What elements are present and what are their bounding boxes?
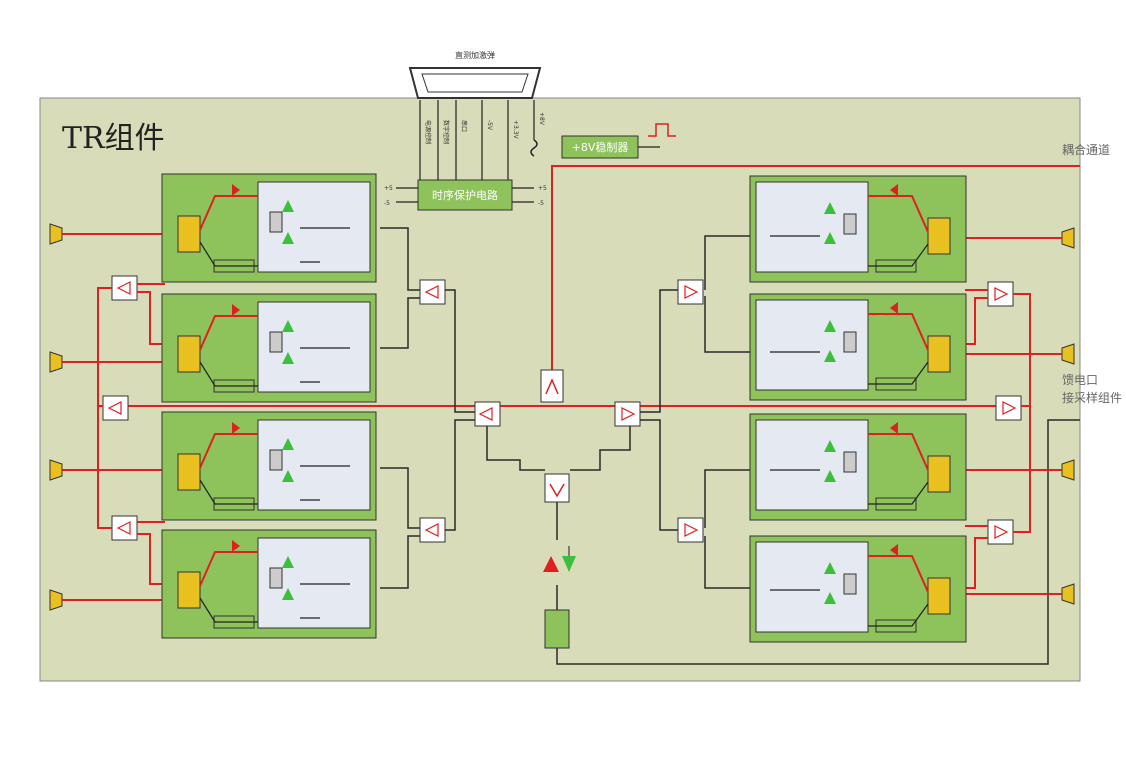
pin-label-6: +8V	[538, 112, 545, 126]
top-connector-label: 直测加激弹	[455, 50, 495, 60]
side-mark-3: -5	[384, 200, 390, 207]
right-ports	[950, 227, 1075, 605]
tr-channel-right-3	[749, 413, 967, 521]
timing-box	[417, 179, 513, 211]
pulse-icon	[648, 123, 676, 137]
dividers	[102, 275, 1022, 545]
tr-channel-right-1	[749, 175, 967, 283]
side-mark-2: +5	[538, 185, 547, 192]
side-mark-1: +5	[384, 185, 393, 192]
timing-label: 时序保护电路	[432, 188, 498, 202]
outer-coupling	[97, 283, 1031, 589]
center-coupler	[540, 369, 564, 403]
pin-label-1: 电源控制	[424, 120, 432, 144]
connector-pins	[419, 100, 535, 180]
rx-amplifier-icon	[562, 556, 576, 572]
tr-channel-left-1	[161, 173, 377, 283]
tr-channel-left-3	[161, 411, 377, 521]
tr-channel-right-4	[749, 535, 967, 643]
center-module	[544, 609, 570, 649]
coupling-line	[551, 165, 1080, 372]
side-mark-4: -5	[538, 200, 544, 207]
tx-amplifier-icon	[543, 556, 559, 572]
left-ports	[49, 223, 175, 611]
coupling-label: 耦合通道	[1062, 142, 1110, 157]
regulator-label: +8V稳制器	[572, 140, 629, 154]
feed-port-label: 馈电口	[1062, 373, 1098, 387]
tr-channel-right-2	[749, 293, 967, 401]
top-connector-icon	[408, 67, 542, 99]
dark-tree	[380, 227, 1080, 665]
tr-channel-left-2	[161, 293, 377, 403]
pin-label-5: +3.3V	[512, 120, 519, 140]
pin-label-3: 串口	[460, 120, 468, 132]
sampling-label: 接采样组件	[1062, 390, 1122, 405]
pin-label-4: -5V	[486, 120, 493, 131]
diagram-title: TR组件	[62, 121, 165, 156]
center-divider	[544, 473, 570, 503]
tr-channel-left-4	[161, 529, 377, 639]
pin-label-2: 数字控制	[442, 120, 450, 144]
switch-icon	[530, 139, 538, 157]
